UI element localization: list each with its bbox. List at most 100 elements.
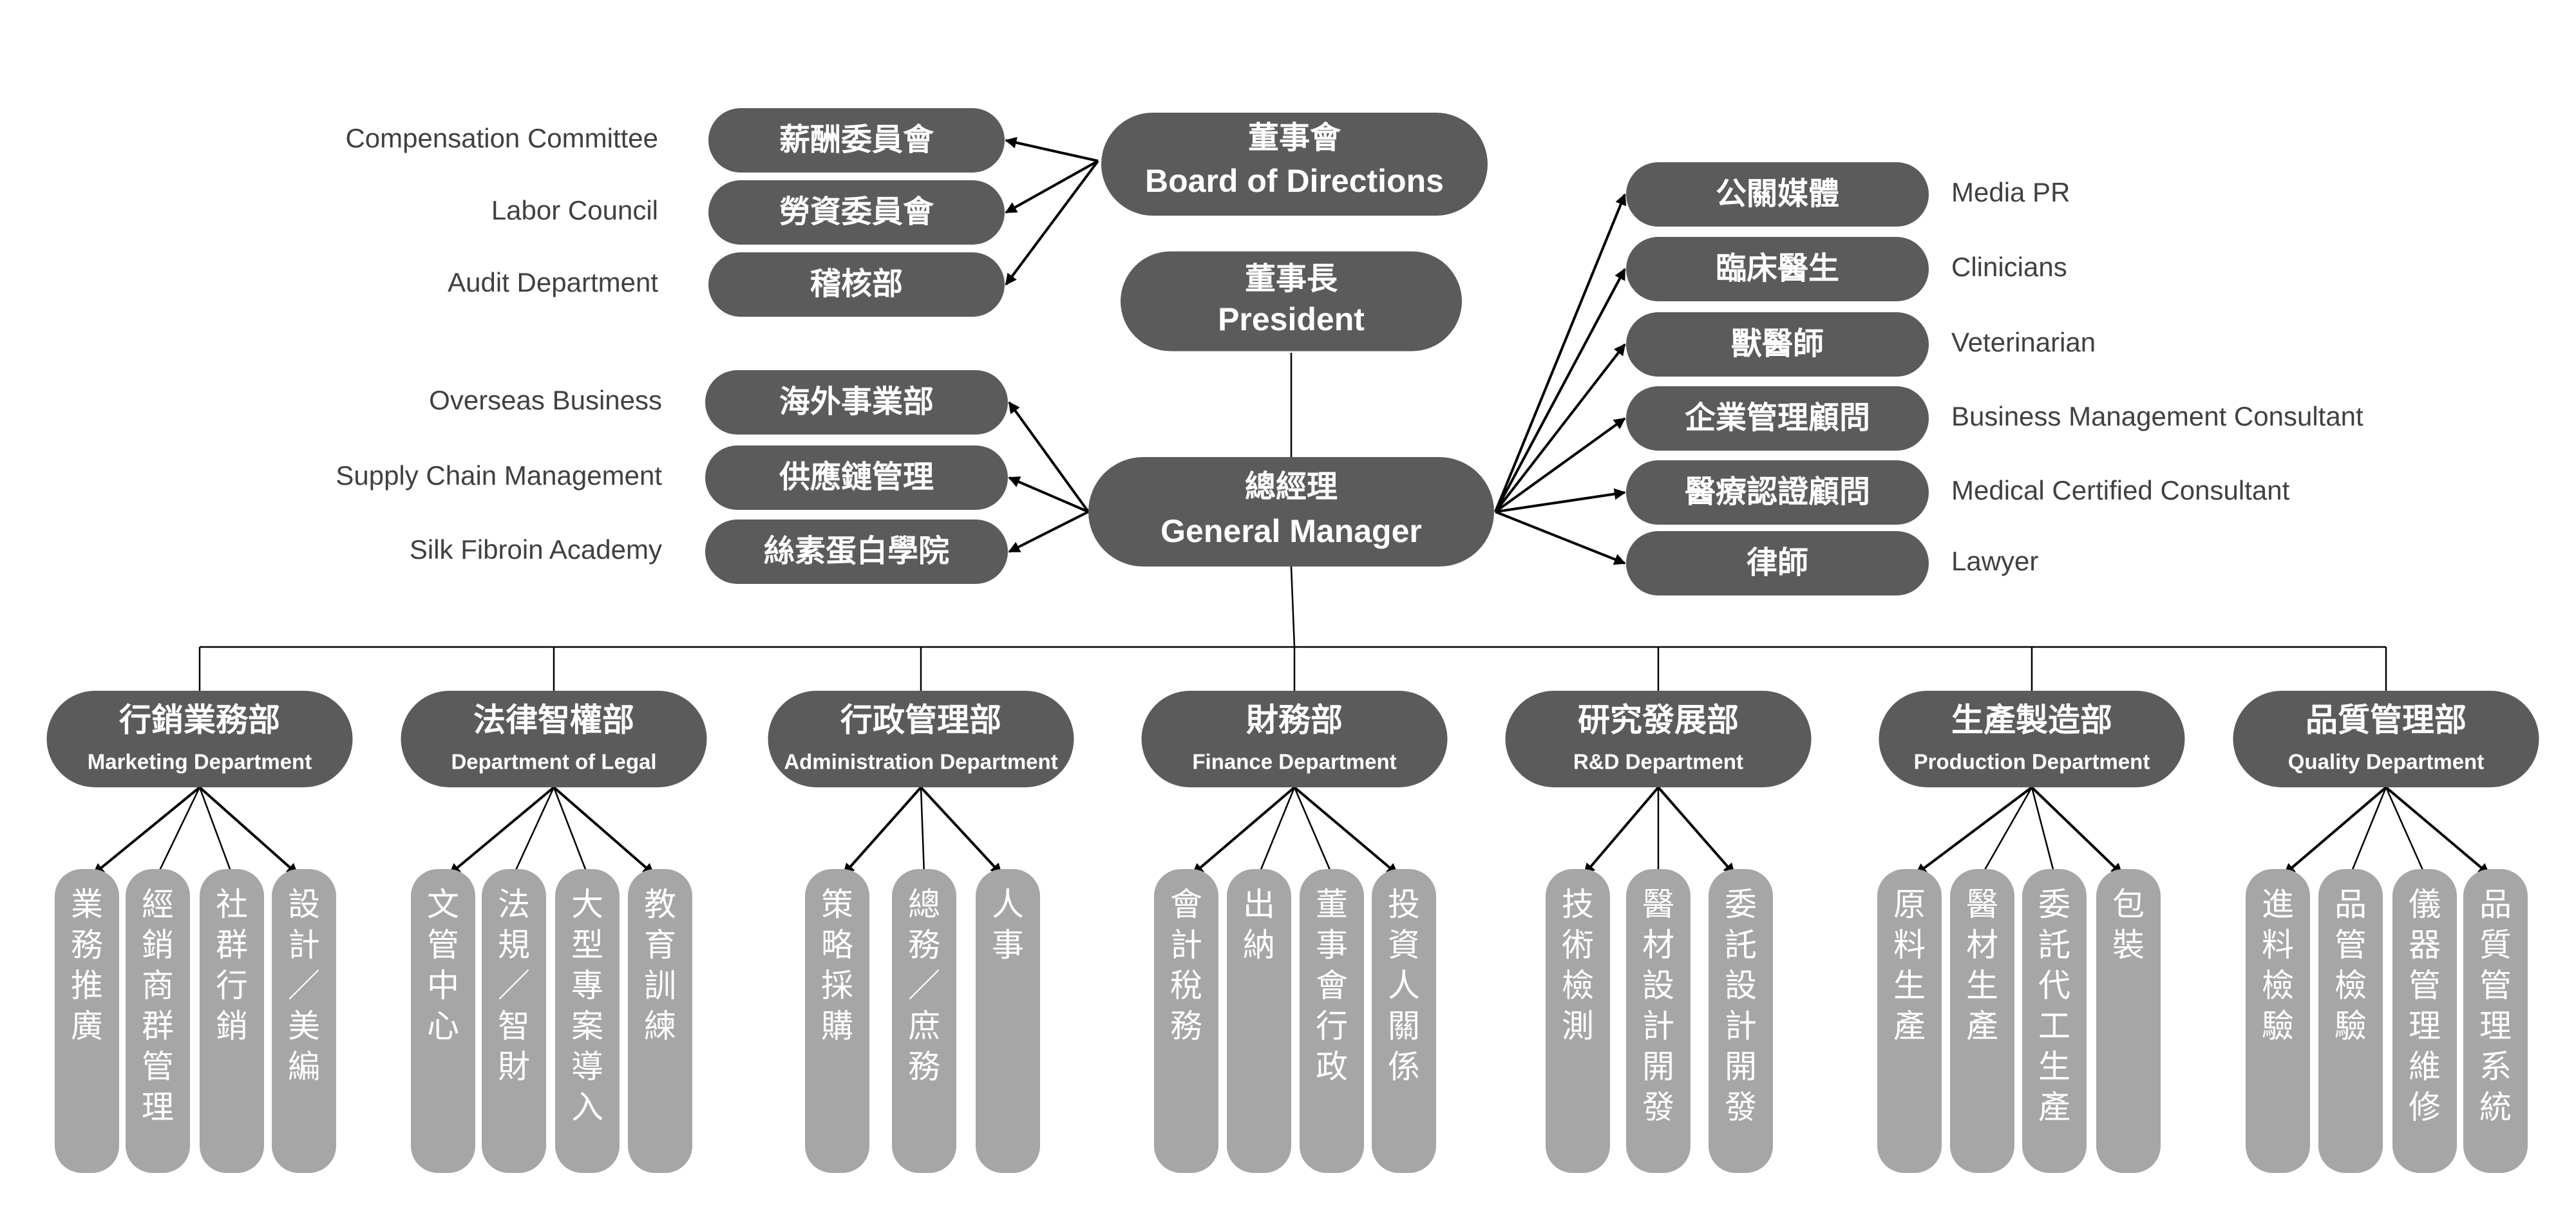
gm-unit-node-2 — [705, 520, 1008, 584]
department-label-en-2: Administration Department — [784, 750, 1057, 774]
sub-unit-label-6-2: 儀器管理維修 — [2409, 886, 2441, 1126]
sub-unit-node-2-1 — [892, 869, 956, 1173]
gm-to-advisor-arrow-4 — [1495, 488, 1626, 513]
president-node — [1121, 251, 1462, 351]
sub-unit-label-4-0: 技術檢測 — [1562, 886, 1594, 1045]
gm-unit-node-0 — [705, 370, 1008, 435]
sub-unit-node-1-0 — [411, 869, 475, 1173]
sub-unit-label-3-0: 會計稅務 — [1170, 886, 1202, 1045]
sub-unit-node-0-1 — [126, 869, 190, 1173]
board-label-en: Board of Directions — [1145, 163, 1444, 199]
dept-5-unit-connector-3 — [2031, 786, 2123, 876]
sub-unit-label-1-3: 教育訓練 — [644, 886, 676, 1045]
dept-2-unit-connector-1 — [920, 787, 925, 875]
department-label-zh-5: 生產製造部 — [1951, 702, 2112, 739]
advisor-label-en-0: Media PR — [1951, 177, 2070, 207]
gm-departments-connector — [1290, 566, 1296, 648]
sub-unit-label-1-0: 文管中心 — [427, 886, 459, 1045]
dept-0-unit-connector-0 — [92, 786, 201, 876]
committee-node-2 — [708, 252, 1005, 317]
sub-unit-label-5-3: 包裝 — [2112, 886, 2145, 964]
sub-unit-label-2-2: 人事 — [992, 886, 1024, 964]
board-to-committee-arrow-0 — [1005, 136, 1099, 162]
sub-unit-node-2-0 — [805, 869, 869, 1173]
dept-0-unit-connector-2 — [198, 787, 233, 875]
department-label-zh-3: 財務部 — [1246, 702, 1343, 739]
sub-unit-node-6-2 — [2392, 869, 2457, 1173]
committee-node-0 — [708, 108, 1005, 173]
gm-unit-label-zh-1: 供應鏈管理 — [779, 459, 934, 495]
sub-unit-label-0-1: 經銷商群管理 — [142, 886, 174, 1126]
department-label-en-1: Department of Legal — [451, 750, 656, 774]
department-node-0 — [46, 691, 353, 787]
gm-unit-node-1 — [705, 445, 1008, 510]
dept-1-unit-connector-2 — [553, 787, 589, 875]
gm-unit-label-zh-0: 海外事業部 — [779, 384, 934, 420]
advisor-node-4 — [1626, 460, 1929, 525]
sub-unit-node-5-0 — [1877, 869, 1942, 1173]
sub-unit-node-3-0 — [1154, 869, 1218, 1173]
sub-unit-node-3-1 — [1227, 869, 1291, 1173]
sub-unit-node-5-1 — [1950, 869, 2014, 1173]
president-label-zh: 董事長 — [1245, 261, 1338, 297]
general-manager-label-en: General Manager — [1160, 513, 1422, 549]
department-label-zh-4: 研究發展部 — [1578, 702, 1739, 739]
sub-unit-node-6-3 — [2463, 869, 2528, 1173]
department-node-5 — [1879, 691, 2185, 787]
department-node-4 — [1505, 691, 1812, 787]
advisor-label-en-4: Medical Certified Consultant — [1951, 475, 2290, 505]
sub-unit-label-1-1: 法規／智財 — [498, 886, 530, 1085]
department-label-en-5: Production Department — [1914, 750, 2150, 774]
committee-label-en-2: Audit Department — [448, 267, 658, 297]
board-to-committee-arrow-2 — [1005, 160, 1099, 286]
sub-unit-node-4-1 — [1626, 869, 1690, 1173]
sub-unit-node-4-0 — [1546, 869, 1610, 1173]
sub-unit-node-0-3 — [272, 869, 336, 1173]
board-to-committee-arrow-1 — [1005, 160, 1099, 214]
advisor-label-en-5: Lawyer — [1951, 546, 2038, 576]
department-label-en-3: Finance Department — [1192, 750, 1396, 774]
sub-unit-label-6-1: 品管檢驗 — [2334, 886, 2367, 1045]
sub-unit-label-4-1: 醫材設計開發 — [1642, 886, 1674, 1126]
advisor-label-zh-5: 律師 — [1747, 545, 1808, 581]
department-label-en-6: Quality Department — [2288, 750, 2484, 774]
board-label-zh: 董事會 — [1248, 120, 1341, 156]
sub-unit-node-5-3 — [2096, 869, 2161, 1173]
gm-to-unit-arrow-1 — [1008, 476, 1089, 513]
sub-unit-label-0-0: 業務推廣 — [71, 886, 103, 1045]
dept-4-unit-connector-0 — [1583, 786, 1660, 876]
sub-unit-label-1-2: 大型專案導入 — [571, 886, 603, 1126]
sub-unit-node-5-2 — [2022, 869, 2087, 1173]
department-label-en-0: Marketing Department — [88, 750, 312, 774]
dept-6-unit-connector-3 — [2385, 786, 2490, 876]
advisor-label-en-1: Clinicians — [1951, 252, 2067, 282]
dept-1-unit-connector-3 — [553, 786, 655, 876]
sub-unit-label-2-1: 總務／庶務 — [908, 886, 940, 1085]
advisor-label-zh-3: 企業管理顧問 — [1685, 400, 1870, 436]
department-node-3 — [1141, 691, 1448, 787]
dept-5-unit-connector-1 — [1981, 787, 2033, 875]
dept-3-unit-connector-3 — [1293, 786, 1399, 876]
dept-6-unit-connector-2 — [2385, 787, 2426, 875]
advisor-label-zh-2: 獸醫師 — [1731, 326, 1824, 362]
sub-unit-node-0-0 — [55, 869, 119, 1173]
committee-label-zh-2: 稽核部 — [810, 266, 903, 302]
sub-unit-label-3-2: 董事會行政 — [1316, 886, 1348, 1085]
dept-0-unit-connector-3 — [198, 786, 299, 876]
advisor-label-en-2: Veterinarian — [1951, 327, 2096, 357]
committee-label-en-1: Labor Council — [491, 195, 658, 225]
dept-1-unit-connector-0 — [448, 786, 555, 876]
advisor-node-1 — [1626, 237, 1929, 301]
sub-unit-label-3-1: 出納 — [1243, 886, 1275, 964]
sub-unit-label-0-3: 設計／美編 — [288, 886, 320, 1085]
gm-to-unit-arrow-0 — [1008, 401, 1090, 513]
president-label-en: President — [1218, 301, 1365, 337]
advisor-label-en-3: Business Management Consultant — [1951, 401, 2363, 431]
advisor-node-0 — [1626, 162, 1929, 227]
sub-unit-node-4-2 — [1709, 869, 1773, 1173]
committee-label-zh-0: 薪酬委員會 — [779, 122, 934, 158]
dept-0-unit-connector-1 — [156, 787, 201, 875]
sub-unit-label-2-0: 策略採購 — [821, 886, 853, 1045]
dept-1-unit-connector-1 — [513, 787, 555, 875]
